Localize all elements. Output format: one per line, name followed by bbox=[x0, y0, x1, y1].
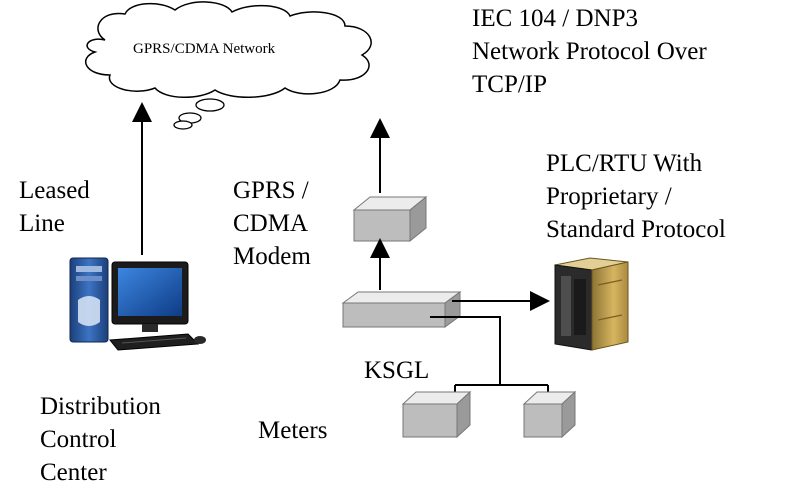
ksgl-box bbox=[341, 291, 462, 328]
dcc-label-line-1: Distribution bbox=[40, 393, 161, 420]
meter-box-1 bbox=[401, 390, 472, 439]
cloud-network-label: GPRS/CDMA Network bbox=[133, 41, 276, 57]
leased-line-label: Leased Line bbox=[19, 174, 90, 240]
protocol-note: IEC 104 / DNP3 Network Protocol Over TCP… bbox=[472, 2, 707, 101]
plc-label-line-2: Proprietary / bbox=[546, 183, 672, 210]
modem-label-line-1: GPRS / bbox=[233, 177, 309, 204]
modem-label-line-3: Modem bbox=[233, 243, 311, 270]
computer-icon bbox=[69, 257, 206, 351]
leased-line-label-line-1: Leased bbox=[19, 177, 90, 204]
modem-label: GPRS / CDMA Modem bbox=[233, 174, 311, 273]
distribution-control-center-label: Distribution Control Center bbox=[40, 390, 161, 489]
protocol-note-line-3: TCP/IP bbox=[472, 71, 548, 98]
meters-label: Meters bbox=[258, 417, 328, 444]
leased-line-label-line-2: Line bbox=[19, 210, 65, 237]
gprs-cdma-network-cloud bbox=[84, 1, 372, 130]
plc-label-line-3: Standard Protocol bbox=[546, 216, 726, 243]
protocol-note-line-2: Network Protocol Over bbox=[472, 38, 707, 65]
plc-rtu-device-icon bbox=[554, 257, 629, 351]
plc-label-line-1: PLC/RTU With bbox=[546, 150, 703, 177]
plc-rtu-label: PLC/RTU With Proprietary / Standard Prot… bbox=[546, 147, 726, 246]
modem-label-line-2: CDMA bbox=[233, 210, 309, 237]
dcc-label-line-2: Control bbox=[40, 426, 117, 453]
ksgl-label: KSGL bbox=[364, 357, 430, 384]
meter-box-2 bbox=[522, 390, 577, 439]
gprs-cdma-modem-box bbox=[352, 195, 428, 243]
dcc-label-line-3: Center bbox=[40, 459, 107, 486]
protocol-note-line-1: IEC 104 / DNP3 bbox=[472, 5, 638, 32]
